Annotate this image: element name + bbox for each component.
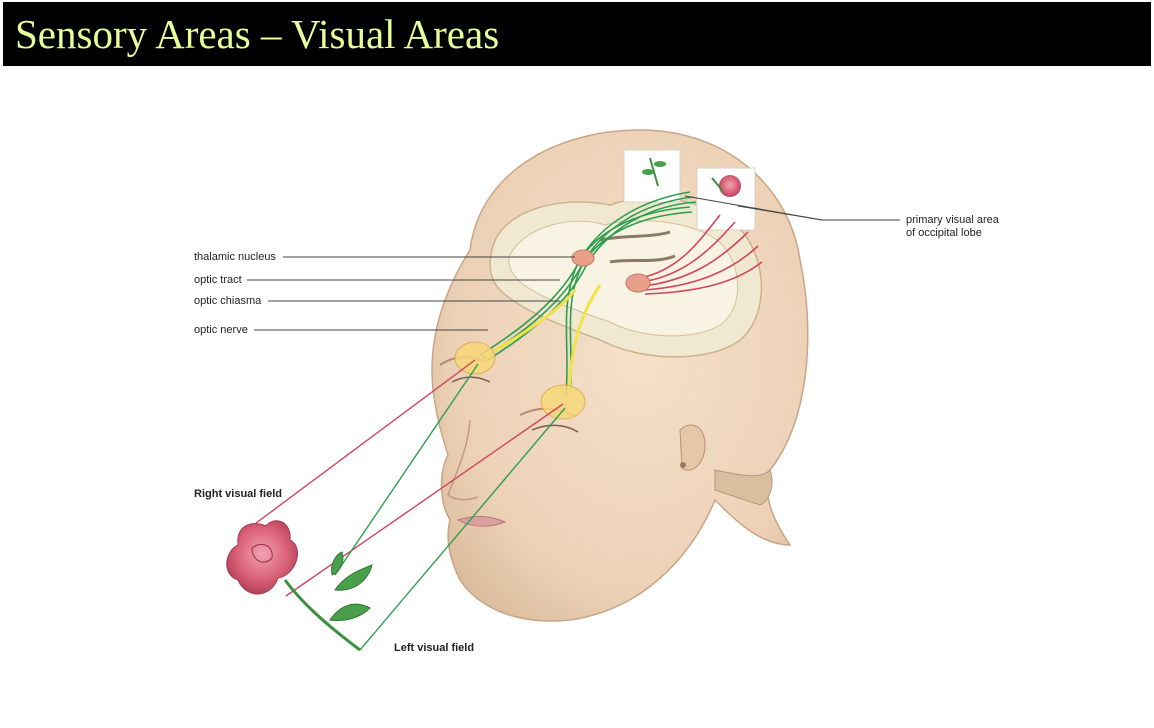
label-leader-lines [247, 195, 900, 331]
brain-cross-section [489, 197, 763, 358]
eye-left [540, 384, 586, 420]
label-optic-nerve: optic nerve [194, 324, 248, 336]
label-left-visual-field: Left visual field [394, 642, 475, 654]
label-thalamic-nucleus: thalamic nucleus [194, 251, 276, 263]
cortex-image-plant [623, 149, 681, 203]
rose-object [226, 520, 373, 652]
label-primary-visual-area-line2: of occipital lobe [906, 227, 982, 239]
thalamic-nucleus-left [571, 249, 595, 267]
title-bar: Sensory Areas – Visual Areas [3, 2, 1151, 66]
label-optic-tract: optic tract [194, 274, 242, 286]
label-right-visual-field: Right visual field [194, 488, 283, 500]
thalamic-nucleus-right [625, 273, 651, 293]
slide-title: Sensory Areas – Visual Areas [15, 11, 500, 57]
label-primary-visual-area-line1: primary visual area [906, 214, 999, 226]
eye-right [454, 341, 496, 375]
label-optic-chiasma: optic chiasma [194, 295, 262, 307]
cortex-image-rose [696, 167, 756, 231]
